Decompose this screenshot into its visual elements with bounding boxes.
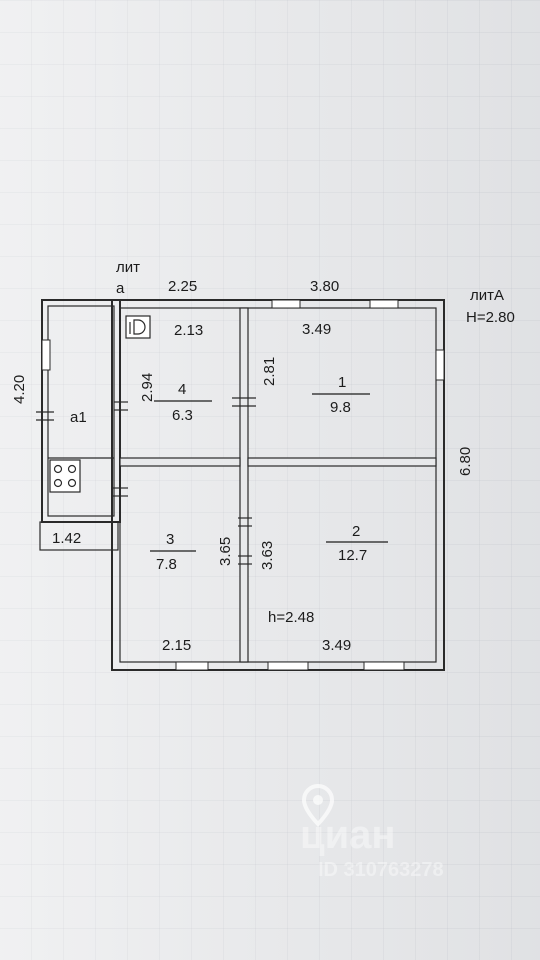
room2-number: 2 xyxy=(352,523,360,540)
liter-a-line2: а xyxy=(116,280,125,297)
room4-height: 2.94 xyxy=(139,373,156,402)
ceiling-height: h=2.48 xyxy=(268,609,314,626)
liter-a-line1: лит xyxy=(116,259,140,276)
room3-area: 7.8 xyxy=(156,556,177,573)
room3-height: 3.65 xyxy=(217,537,234,566)
room3-number: 3 xyxy=(166,531,174,548)
cian-watermark: циан ID 310763278 xyxy=(300,783,444,881)
liter-A-name: литА xyxy=(470,287,504,304)
dim-top-left: 2.25 xyxy=(168,278,197,295)
stove-icon xyxy=(49,459,81,493)
room1-area: 9.8 xyxy=(330,399,351,416)
room3-width: 2.15 xyxy=(162,637,191,654)
fraction-lines xyxy=(150,393,388,552)
window-bottom-2 xyxy=(267,661,309,671)
map-pin-icon xyxy=(301,783,335,827)
door-marks xyxy=(36,397,256,565)
room1-number: 1 xyxy=(338,374,346,391)
dim-porch: 1.42 xyxy=(52,530,81,547)
liter-A-height: H=2.80 xyxy=(466,309,515,326)
window-top-2 xyxy=(369,299,399,309)
horizontal-partition-right xyxy=(247,457,437,467)
room1-height: 2.81 xyxy=(261,357,278,386)
room2-area: 12.7 xyxy=(338,547,367,564)
dim-right-outer: 6.80 xyxy=(457,447,474,476)
window-top-1 xyxy=(271,299,301,309)
window-right xyxy=(435,349,445,381)
horizontal-partition-left xyxy=(119,457,241,467)
room4-width: 2.13 xyxy=(174,322,203,339)
interior-walls xyxy=(48,307,437,663)
dim-left-outer: 4.20 xyxy=(11,375,28,404)
vertical-partition xyxy=(239,307,249,663)
window-annex xyxy=(41,339,51,371)
boiler-icon xyxy=(125,315,151,339)
annex-label: a1 xyxy=(70,409,87,426)
watermark-brand: циан xyxy=(300,813,396,857)
window-bottom-3 xyxy=(363,661,405,671)
porch-step xyxy=(39,521,119,551)
room4-number: 4 xyxy=(178,381,186,398)
window-bottom-1 xyxy=(175,661,209,671)
dim-top-right: 3.80 xyxy=(310,278,339,295)
annex-inner-outline xyxy=(47,305,115,517)
watermark-id: ID 310763278 xyxy=(318,859,444,881)
room2-height: 3.63 xyxy=(259,541,276,570)
room4-area: 6.3 xyxy=(172,407,193,424)
room2-width: 3.49 xyxy=(322,637,351,654)
room1-width: 3.49 xyxy=(302,321,331,338)
windows xyxy=(41,299,445,671)
